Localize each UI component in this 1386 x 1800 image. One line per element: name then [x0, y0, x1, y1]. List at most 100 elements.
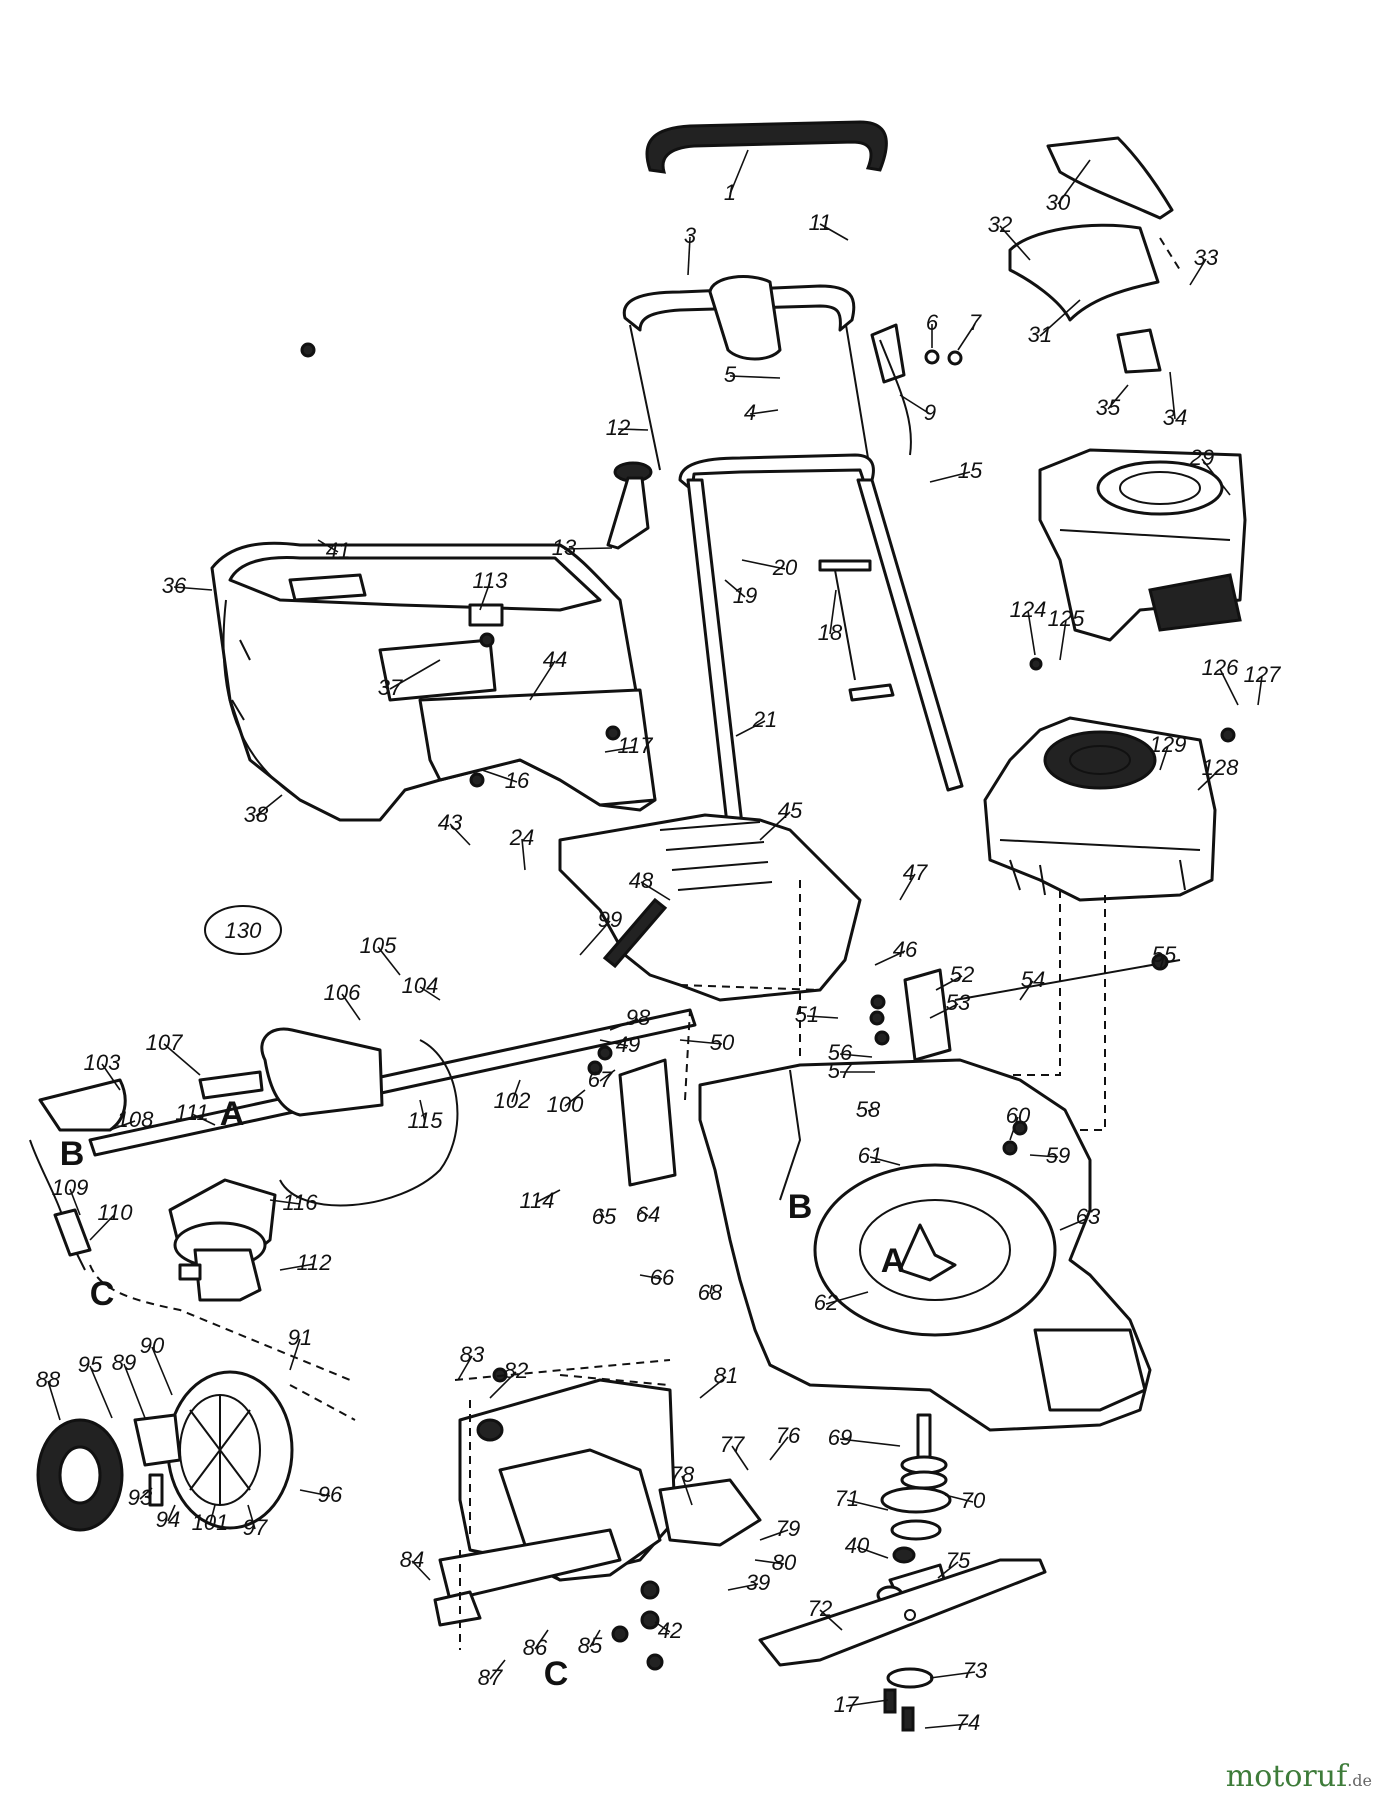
leader-line-34 [1169, 371, 1176, 420]
pulley-stack [880, 1413, 952, 1564]
leader-line-51 [806, 1015, 839, 1019]
leader-line-48 [640, 881, 671, 901]
leader-line-11 [819, 223, 849, 241]
part-label-21: 21 [752, 707, 777, 732]
part-label-41: 41 [326, 538, 350, 563]
part-label-60: 60 [1006, 1103, 1031, 1128]
part-label-128: 128 [1202, 755, 1239, 780]
part-label-126: 126 [1202, 655, 1239, 680]
leader-line-85 [589, 1629, 601, 1648]
part-label-44: 44 [543, 647, 567, 672]
engine-side [910, 716, 1217, 1131]
part-label-38: 38 [244, 802, 269, 827]
part-label-12: 12 [606, 415, 630, 440]
part-label-109: 109 [52, 1175, 89, 1200]
part-label-74: 74 [956, 1710, 980, 1735]
part-label-36: 36 [162, 573, 187, 598]
part-label-106: 106 [324, 980, 361, 1005]
cable-rod [818, 559, 895, 702]
leader-line-63 [1059, 1217, 1089, 1231]
leader-line-53 [929, 1003, 959, 1019]
leader-line-3 [687, 236, 691, 276]
leader-line-4 [749, 409, 779, 415]
engine-shroud [1008, 136, 1181, 374]
leader-line-76 [769, 1436, 789, 1461]
leader-line-117 [604, 746, 636, 753]
gear-drive [168, 1178, 277, 1302]
leader-line-107 [163, 1043, 201, 1076]
grass-catcher [210, 541, 657, 822]
part-label-77: 77 [720, 1432, 745, 1457]
leader-line-112 [279, 1263, 315, 1271]
part-label-5: 5 [724, 362, 737, 387]
part-label-64: 64 [636, 1202, 660, 1227]
leader-line-80 [754, 1559, 785, 1565]
handle-bar [645, 120, 888, 174]
section-letter-a-2: A [881, 1242, 906, 1280]
leader-line-113 [479, 581, 491, 611]
leader-line-88 [47, 1380, 61, 1421]
leader-line-90 [151, 1346, 173, 1396]
leader-line-32 [999, 225, 1031, 261]
leader-line-125 [1059, 619, 1067, 661]
leader-line-126 [1219, 668, 1239, 706]
leader-line-89 [123, 1363, 146, 1419]
part-label-91: 91 [288, 1325, 312, 1350]
part-label-3: 3 [684, 223, 697, 248]
leader-line-44 [529, 660, 556, 701]
part-label-124: 124 [1010, 597, 1047, 622]
leader-line-61 [869, 1156, 901, 1166]
leader-line-81 [699, 1376, 727, 1399]
part-label-71: 71 [835, 1486, 859, 1511]
leader-line-42 [654, 1621, 671, 1633]
leader-line-78 [681, 1475, 693, 1506]
leader-line-54 [1019, 980, 1034, 1001]
cable-bowden [29, 1078, 127, 1271]
part-label-51: 51 [795, 1002, 819, 1027]
part-label-52: 52 [950, 962, 974, 987]
part-label-83: 83 [460, 1342, 485, 1367]
leader-line-68 [709, 1284, 713, 1295]
section-letter-b-1: B [60, 1135, 85, 1173]
blade [758, 1558, 1047, 1667]
leader-line-21 [735, 720, 766, 737]
leader-line-55 [1159, 955, 1165, 971]
height-adjuster [618, 953, 1181, 1187]
watermark: motoruf.de [1226, 1759, 1372, 1794]
leader-line-13 [563, 547, 613, 550]
leader-line-86 [534, 1629, 549, 1650]
leader-line-99 [579, 920, 611, 956]
leader-line-50 [679, 1039, 723, 1045]
part-label-103: 103 [84, 1050, 121, 1075]
leader-line-101 [209, 1504, 216, 1525]
leader-line-30 [1057, 159, 1091, 205]
leader-line-83 [457, 1355, 473, 1381]
leader-line-72 [819, 1609, 843, 1631]
leader-line-84 [411, 1560, 431, 1581]
mower-deck [698, 1058, 1152, 1432]
part-label-42: 42 [658, 1618, 682, 1643]
leader-line-93 [139, 1487, 153, 1500]
leader-line-106 [341, 993, 361, 1021]
watermark-suffix: .de [1347, 1771, 1372, 1790]
leader-line-49 [599, 1039, 629, 1047]
leader-line-18 [829, 589, 837, 635]
part-label-58: 58 [856, 1097, 881, 1122]
leader-line-98 [609, 1018, 639, 1031]
leader-line-56 [839, 1053, 873, 1058]
part-label-67: 67 [588, 1067, 613, 1092]
part-label-88: 88 [36, 1367, 61, 1392]
leader-line-97 [247, 1504, 256, 1530]
leader-line-100 [564, 1089, 586, 1107]
leader-line-109 [69, 1188, 81, 1216]
leader-line-58 [867, 1107, 877, 1112]
part-label-53: 53 [946, 990, 971, 1015]
knob [606, 461, 653, 550]
part-label-4: 4 [744, 400, 756, 425]
leader-lines [47, 149, 1263, 1729]
part-label-99: 99 [598, 907, 622, 932]
part-label-108: 108 [117, 1107, 154, 1132]
leader-line-74 [924, 1723, 969, 1729]
